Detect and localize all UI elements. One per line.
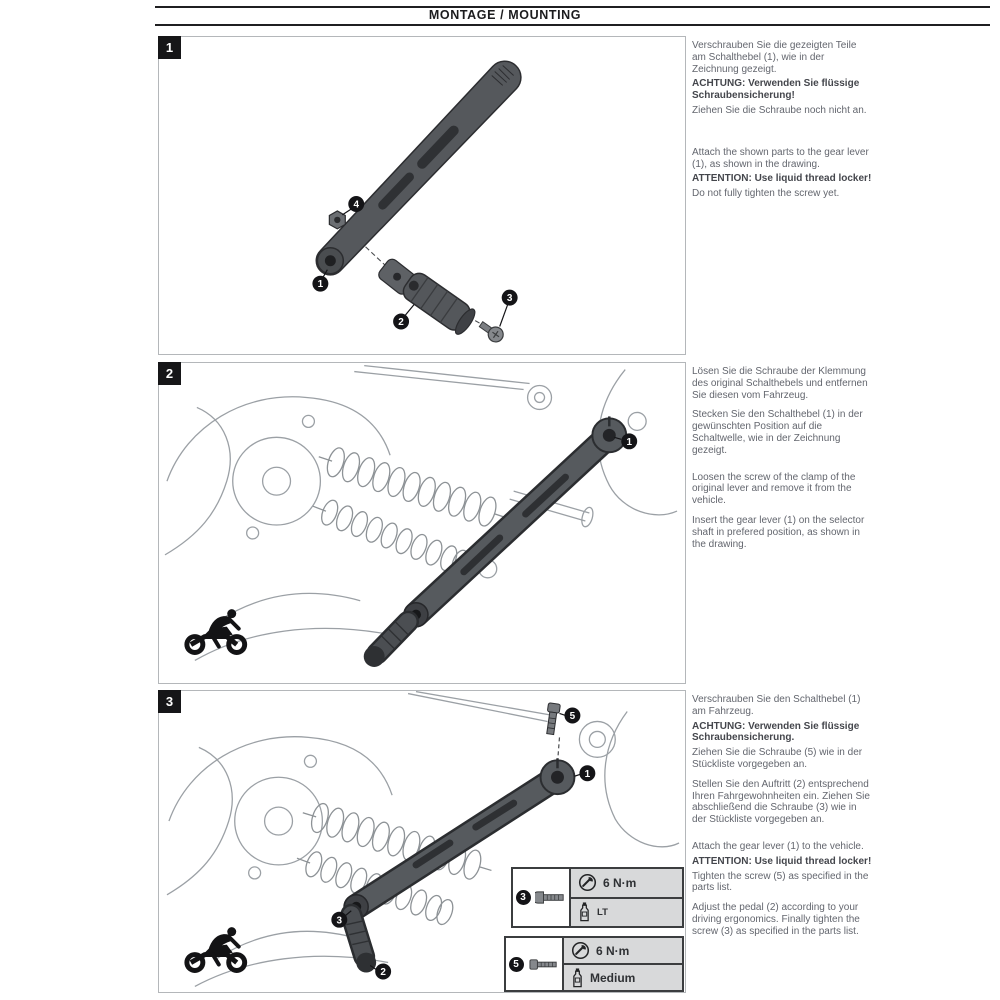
svg-text:3: 3 xyxy=(337,915,343,926)
callout-5: 5 xyxy=(559,707,581,724)
instruction-en: Tighten the screw (5) as specified in th… xyxy=(692,870,869,894)
step-3-number: 3 xyxy=(158,690,181,713)
nut xyxy=(328,210,346,230)
step-2-drawing: 1 xyxy=(164,364,678,667)
callout-2: 2 xyxy=(369,963,392,980)
svg-text:1: 1 xyxy=(318,279,324,290)
step-2-figure-box: 2 xyxy=(158,362,686,684)
instruction-de-warning: ACHTUNG: Verwenden Sie flüssige Schraube… xyxy=(692,720,860,744)
instruction-de: Lösen Sie die Schraube der Klemmung des … xyxy=(692,366,868,401)
clamp-screw xyxy=(546,702,561,764)
callout-2: 2 xyxy=(393,304,415,330)
instruction-en-warning: ATTENTION: Use liquid thread locker! xyxy=(692,173,872,185)
socket-head-screw-icon xyxy=(528,958,557,970)
torque-spec-row: 6 N·m xyxy=(564,938,682,963)
threadlocker-bottle-icon xyxy=(573,967,582,987)
instruction-de: Ziehen Sie die Schraube (5) wie in der S… xyxy=(692,747,863,770)
torque-table-part-cell: 5 xyxy=(506,938,564,990)
lever-slot xyxy=(417,125,459,169)
instruction-en: Attach the shown parts to the gear lever… xyxy=(692,146,869,170)
instruction-de-warning: ACHTUNG: Verwenden Sie flüssige Schraube… xyxy=(692,78,860,102)
torque-table-part-cell: 3 xyxy=(513,869,571,926)
svg-text:4: 4 xyxy=(353,200,359,211)
spring xyxy=(312,499,479,576)
torque-table-screw-5: 5 6 N·m xyxy=(504,936,684,992)
instruction-en: Adjust the pedal (2) according to your d… xyxy=(692,902,860,937)
step-1-number: 1 xyxy=(158,36,181,59)
background-frame xyxy=(166,691,680,988)
pedal xyxy=(402,272,476,335)
countersunk-screw-icon xyxy=(534,891,564,904)
torque-wrench-icon xyxy=(571,941,590,960)
svg-text:2: 2 xyxy=(380,967,386,978)
instruction-de: Verschrauben Sie den Schalthebel (1) am … xyxy=(692,694,861,717)
callout-4: 4 xyxy=(341,195,365,216)
step-1-figure-box: 1 xyxy=(158,36,686,355)
step-1-drawing: 4 1 2 3 xyxy=(312,60,522,343)
step-1-instructions: Verschrauben Sie die gezeigten Teile am … xyxy=(692,40,872,203)
callout-3: 3 xyxy=(499,289,518,327)
lever-slot xyxy=(378,172,414,210)
svg-text:1: 1 xyxy=(626,437,632,448)
header-rule-bottom xyxy=(155,24,990,26)
torque-value: 6 N·m xyxy=(603,875,637,890)
header-rule-top xyxy=(155,6,990,8)
instruction-en: Attach the gear lever (1) to the vehicle… xyxy=(692,840,864,852)
step-2-instructions: Lösen Sie die Schraube der Klemmung des … xyxy=(692,366,872,553)
step-3-drawing: 5 1 3 2 xyxy=(166,691,680,988)
torque-wrench-icon xyxy=(578,874,597,892)
lever-slot xyxy=(460,534,504,576)
threadlocker-spec-row: LT xyxy=(571,896,682,926)
callout-5: 5 xyxy=(508,956,524,972)
instruction-de: Stecken Sie den Schalthebel (1) in der g… xyxy=(692,409,863,456)
lever-slot xyxy=(412,839,454,869)
svg-text:1: 1 xyxy=(585,769,591,780)
step-3-figure-box: 3 xyxy=(158,690,686,993)
svg-text:5: 5 xyxy=(570,711,576,722)
instruction-en-warning: ATTENTION: Use liquid thread locker! xyxy=(692,855,872,867)
instruction-en: Insert the gear lever (1) on the selecto… xyxy=(692,514,865,550)
callout-3: 3 xyxy=(331,910,352,928)
instruction-en: Loosen the screw of the clamp of the ori… xyxy=(692,471,856,507)
svg-text:2: 2 xyxy=(398,317,404,328)
spring xyxy=(318,447,507,527)
gear-lever-mounted xyxy=(340,758,576,973)
rider-position-icon xyxy=(184,927,248,973)
lever-slot xyxy=(522,473,569,518)
callout-1: 1 xyxy=(574,765,596,782)
threadlocker-value: Medium xyxy=(590,970,636,985)
rider-position-icon xyxy=(184,609,248,655)
gear-lever-arm xyxy=(315,60,522,276)
step-3-instructions: Verschrauben Sie den Schalthebel (1) am … xyxy=(692,694,872,941)
pedal-screw xyxy=(478,321,504,343)
instruction-de: Verschrauben Sie die gezeigten Teile am … xyxy=(692,40,857,75)
threadlocker-spec-row: Medium xyxy=(564,963,682,990)
svg-text:3: 3 xyxy=(507,293,513,304)
instruction-de: Ziehen Sie die Schraube noch nicht an. xyxy=(692,104,867,116)
lever-slot xyxy=(472,799,518,831)
threadlocker-value: LT xyxy=(597,906,608,918)
page-title: MONTAGE / MOUNTING xyxy=(428,8,582,22)
step-2-number: 2 xyxy=(158,362,181,385)
torque-value: 6 N·m xyxy=(596,943,630,958)
callout-1: 1 xyxy=(614,433,638,450)
threadlocker-bottle-icon xyxy=(580,902,589,922)
callout-3: 3 xyxy=(515,890,531,905)
torque-spec-row: 6 N·m xyxy=(571,869,682,897)
torque-table-screw-3: 3 6 N·m xyxy=(511,867,684,928)
grip-knurling xyxy=(491,65,514,86)
instruction-de: Stellen Sie den Auftritt (2) entsprechen… xyxy=(692,778,870,826)
instruction-en: Do not fully tighten the screw yet. xyxy=(692,188,840,200)
callout-1: 1 xyxy=(312,269,329,292)
gear-lever-mounted xyxy=(363,416,628,667)
